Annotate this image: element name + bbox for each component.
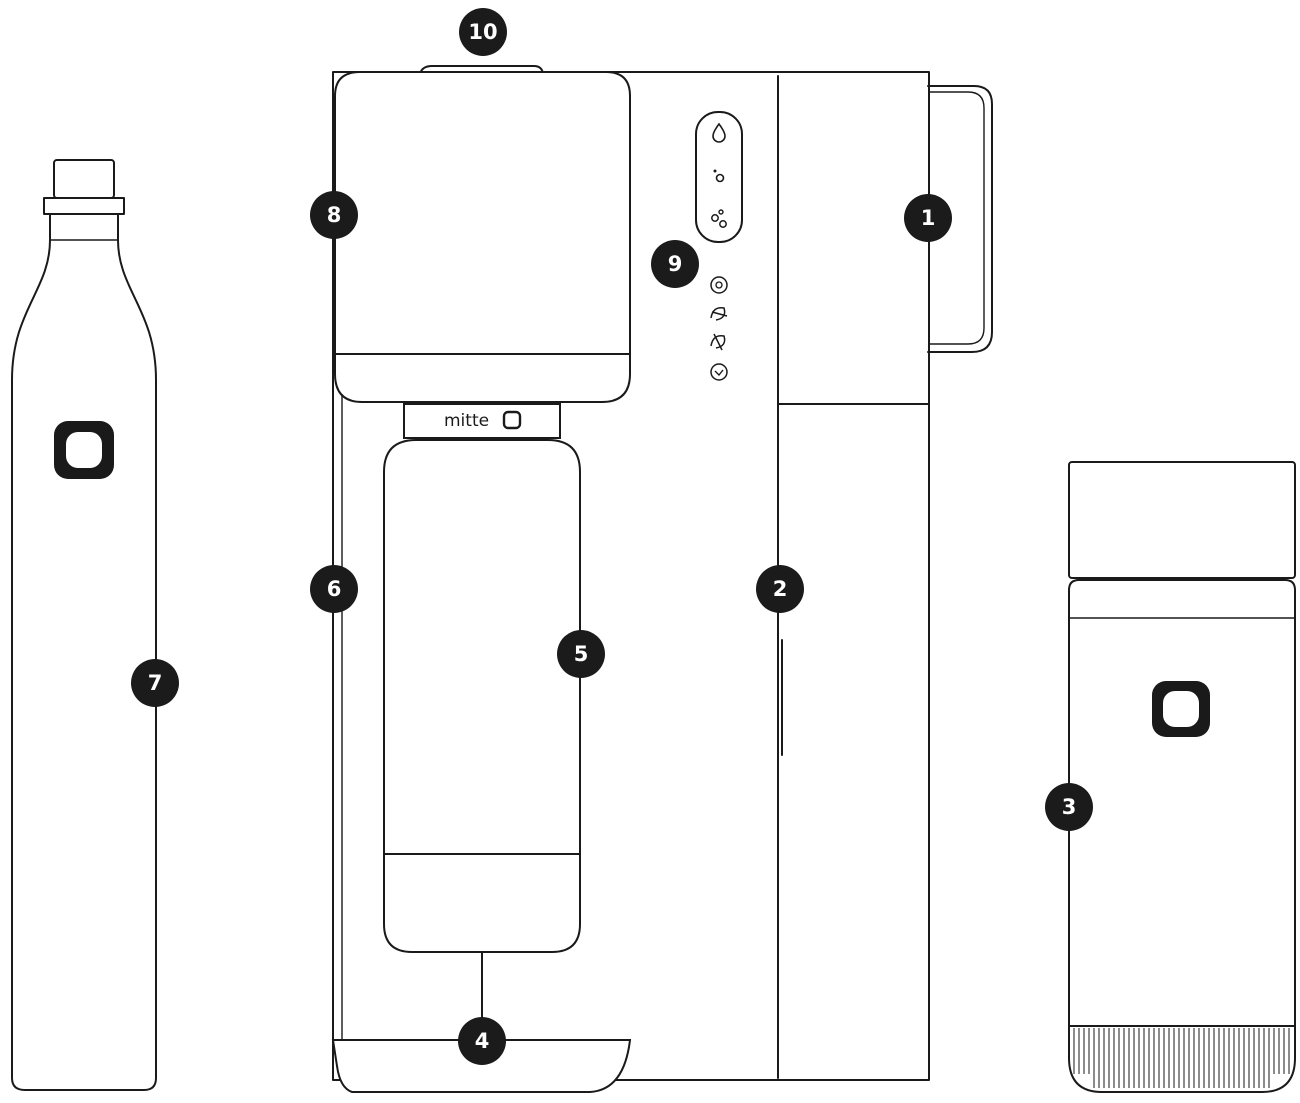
cartridge-cap — [1068, 461, 1296, 579]
svg-text:2: 2 — [773, 577, 788, 601]
callout-7: 7 — [131, 659, 179, 707]
svg-text:9: 9 — [668, 252, 683, 276]
cartridge-body — [1068, 579, 1296, 1093]
logo-mark-icon — [54, 421, 114, 479]
drop-icon[interactable] — [712, 122, 726, 143]
carbonation-bottle — [383, 439, 581, 953]
callout-10: 10 — [459, 8, 507, 56]
svg-text:1: 1 — [921, 206, 936, 230]
svg-text:4: 4 — [475, 1029, 490, 1053]
control-panel — [695, 111, 743, 243]
svg-text:10: 10 — [468, 20, 497, 44]
callout-8: 8 — [310, 191, 358, 239]
cylinder-valve-ring — [43, 197, 125, 215]
bottle-collar — [403, 403, 561, 439]
callout-9: 9 — [651, 240, 699, 288]
mode-icon-3[interactable] — [710, 333, 726, 351]
cartridge-logo-icon — [1152, 681, 1210, 737]
cartridge-ribs — [1073, 1028, 1290, 1088]
callout-1: 1 — [904, 194, 952, 242]
svg-text:5: 5 — [574, 642, 589, 666]
svg-text:3: 3 — [1062, 795, 1077, 819]
cylinder-cap — [53, 159, 115, 199]
brand-logo-icon — [502, 410, 522, 430]
top-button-outline — [419, 65, 544, 75]
svg-text:7: 7 — [148, 671, 163, 695]
soda-machine: mitte — [331, 65, 993, 1093]
bubbles-multi-icon[interactable] — [711, 209, 727, 228]
mode-icon-4[interactable] — [710, 363, 728, 381]
callout-3: 3 — [1045, 783, 1093, 831]
co2-cylinder — [11, 159, 157, 1091]
brand-label: mitte — [444, 411, 489, 431]
bubble-single-icon[interactable] — [713, 169, 725, 183]
drip-tray — [331, 1039, 632, 1093]
mineral-cartridge — [1068, 461, 1296, 1093]
callout-4: 4 — [458, 1017, 506, 1065]
callout-6: 6 — [310, 565, 358, 613]
tank-handle — [927, 85, 993, 353]
svg-text:8: 8 — [327, 203, 342, 227]
cylinder-body — [11, 213, 157, 1091]
mode-icon-2[interactable] — [710, 306, 728, 321]
carbonation-head — [334, 71, 631, 403]
callout-5: 5 — [557, 630, 605, 678]
svg-text:6: 6 — [327, 577, 342, 601]
callout-2: 2 — [756, 565, 804, 613]
mode-icon-1[interactable] — [710, 276, 728, 294]
